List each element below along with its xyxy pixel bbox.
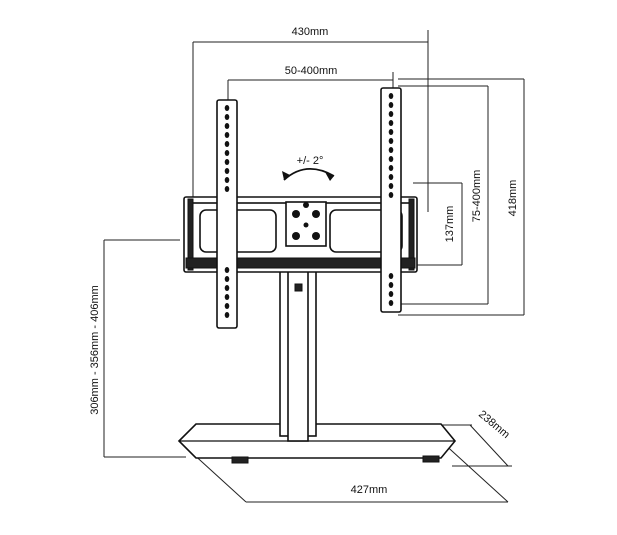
- base-width-right-extension: [440, 440, 509, 503]
- arm-hole: [388, 111, 394, 117]
- vertical-arm-left: [216, 99, 238, 329]
- arm-hole: [224, 303, 230, 309]
- arm-hole: [224, 114, 230, 120]
- arm-hole: [224, 168, 230, 174]
- mounting-hole: [312, 210, 320, 218]
- pole-height-label: 306mm - 356mm - 406mm: [89, 285, 101, 415]
- bracket-slot-left: [199, 209, 277, 253]
- vesa-height-label: 75-400mm: [471, 170, 483, 223]
- arm-hole: [224, 267, 230, 273]
- arm-hole: [388, 174, 394, 180]
- arm-hole: [224, 276, 230, 282]
- arm-hole: [388, 129, 394, 135]
- arm-hole: [388, 273, 394, 279]
- mounting-hole: [312, 232, 320, 240]
- arm-left-body: [216, 99, 238, 329]
- arm-hole: [224, 123, 230, 129]
- base-width-label: 427mm: [351, 484, 388, 496]
- bracket-height-label: 137mm: [444, 206, 456, 243]
- base-foot-left: [231, 456, 249, 464]
- overall-height-label: 418mm: [507, 180, 519, 217]
- tilt-arc-arrow: [283, 168, 335, 181]
- arm-hole: [388, 165, 394, 171]
- arm-hole: [388, 282, 394, 288]
- arm-right-holes: [388, 93, 394, 306]
- arm-hole: [224, 159, 230, 165]
- arm-hole: [388, 93, 394, 99]
- bracket-left-edge: [187, 198, 194, 271]
- arm-hole: [388, 156, 394, 162]
- arm-hole: [224, 177, 230, 183]
- mounting-hole: [292, 232, 300, 240]
- tilt-arrow-head-right: [325, 172, 334, 181]
- overall-width-label: 430mm: [292, 26, 329, 38]
- arm-hole: [224, 285, 230, 291]
- stand-base: [177, 423, 457, 464]
- arm-hole: [388, 138, 394, 144]
- arm-hole: [224, 312, 230, 318]
- vesa-width-label: 50-400mm: [285, 65, 338, 77]
- base-foot-right: [422, 455, 440, 463]
- bracket-bottom-bar: [185, 257, 416, 269]
- pole-knob: [294, 283, 303, 292]
- mounting-hole: [303, 202, 309, 208]
- mounting-hole: [303, 222, 309, 228]
- arm-hole: [388, 102, 394, 108]
- arm-hole: [224, 294, 230, 300]
- stand-pole: [279, 252, 317, 442]
- base-depth-label: 238mm: [476, 408, 512, 441]
- arm-hole: [388, 120, 394, 126]
- arm-hole: [388, 147, 394, 153]
- bracket-right-edge: [408, 198, 415, 271]
- arm-hole: [224, 150, 230, 156]
- dimension-lines: [103, 30, 525, 503]
- arm-hole: [224, 132, 230, 138]
- arm-hole: [388, 183, 394, 189]
- arm-right-body: [380, 87, 402, 313]
- arm-hole: [388, 291, 394, 297]
- arm-hole: [388, 192, 394, 198]
- pole-inner: [287, 252, 309, 442]
- base-depth-line: [469, 424, 509, 467]
- arm-hole: [224, 186, 230, 192]
- arm-left-holes: [224, 105, 230, 318]
- arm-hole: [224, 105, 230, 111]
- vertical-arm-right: [380, 87, 402, 313]
- mounting-hole: [292, 210, 300, 218]
- arm-hole: [224, 141, 230, 147]
- tilt-arrow-head-left: [282, 171, 290, 180]
- tilt-label: +/- 2°: [297, 155, 324, 167]
- arm-hole: [388, 300, 394, 306]
